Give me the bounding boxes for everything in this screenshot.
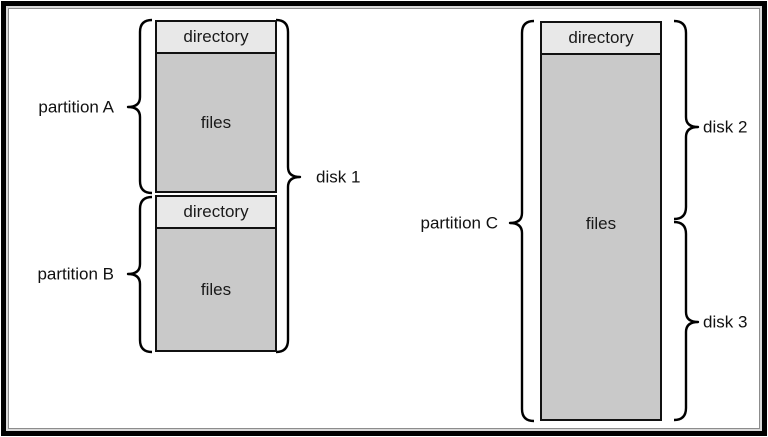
partition-c-directory-segment: directory bbox=[542, 23, 660, 55]
partition-c-files-segment: files bbox=[542, 55, 660, 419]
partition-b-directory-segment: directory bbox=[157, 197, 275, 229]
partition-b-files-segment: files bbox=[157, 229, 275, 350]
frame-gap bbox=[6, 6, 762, 431]
brace-partition-a bbox=[126, 18, 153, 195]
disk-3-label: disk 3 bbox=[703, 312, 748, 332]
brace-partition-c bbox=[508, 19, 535, 423]
partition-a-directory-segment: directory bbox=[157, 22, 275, 54]
brace-partition-b bbox=[126, 195, 153, 354]
brace-disk-3 bbox=[673, 220, 700, 422]
partition-c-box: directory files bbox=[540, 21, 662, 421]
brace-disk-1 bbox=[275, 18, 302, 354]
partition-b-box: directory files bbox=[155, 195, 277, 352]
partition-a-label: partition A bbox=[38, 97, 114, 117]
partition-a-box: directory files bbox=[155, 20, 277, 193]
partition-b-label: partition B bbox=[37, 264, 114, 284]
brace-disk-2 bbox=[673, 19, 700, 221]
partition-a-files-segment: files bbox=[157, 54, 275, 191]
disk-2-label: disk 2 bbox=[703, 117, 748, 137]
partition-c-label: partition C bbox=[420, 213, 498, 233]
disk-1-label: disk 1 bbox=[316, 167, 361, 187]
